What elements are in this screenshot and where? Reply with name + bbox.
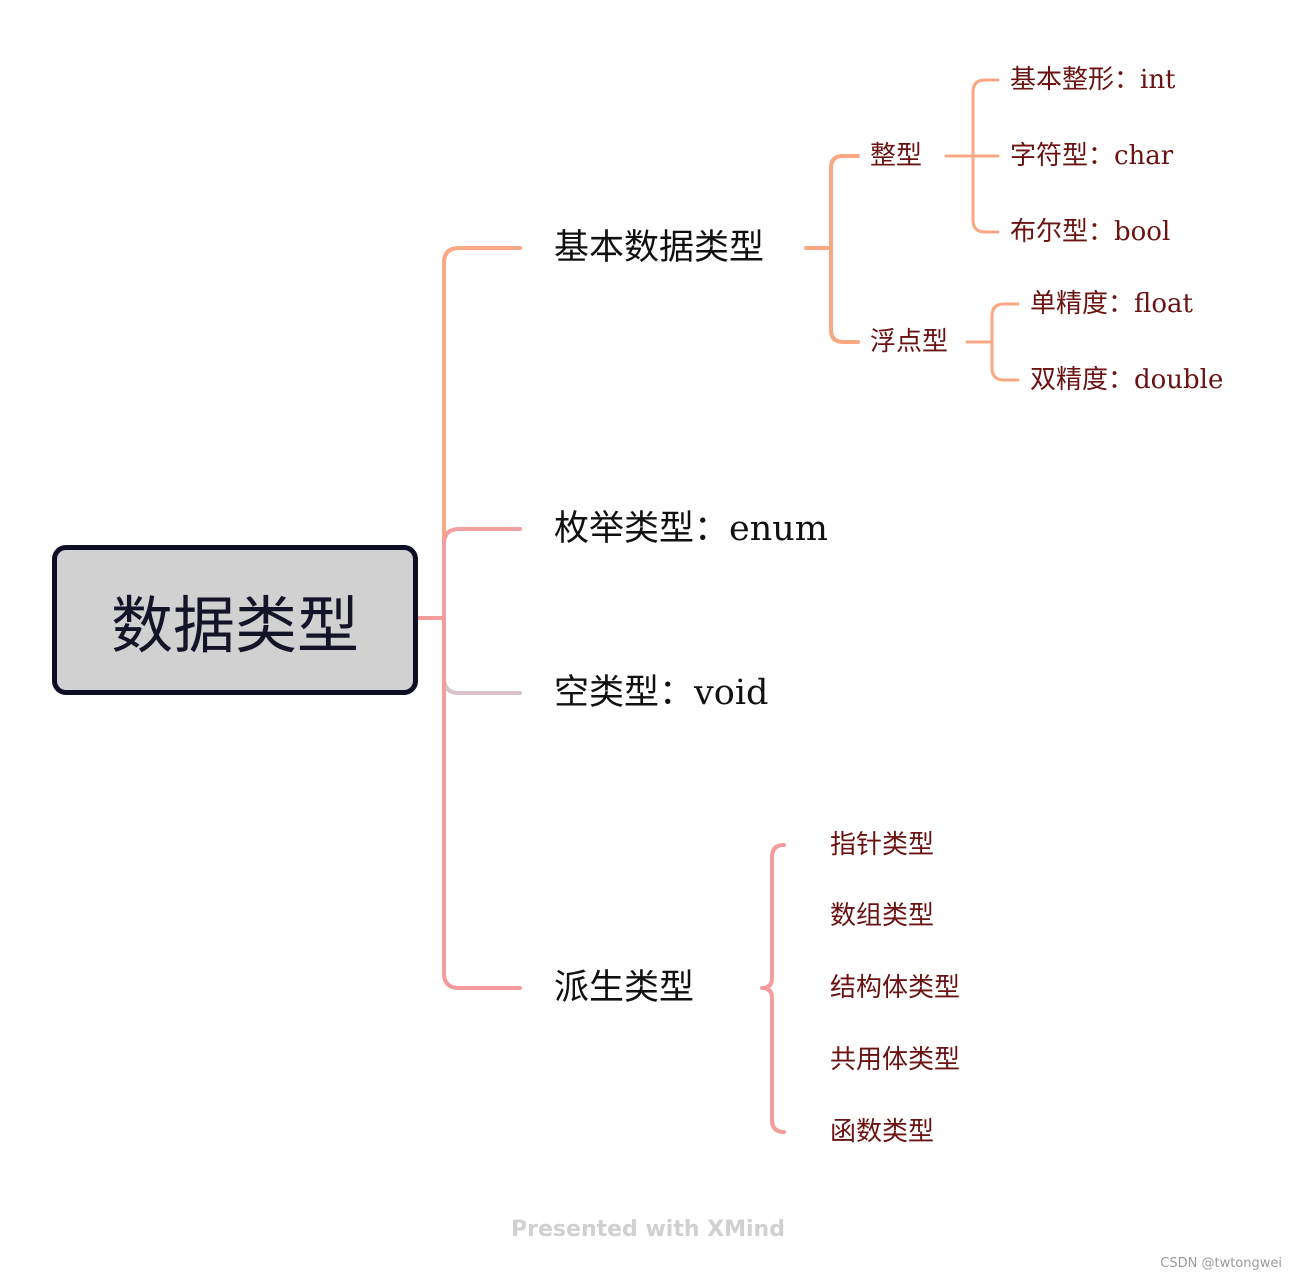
topic-function-type[interactable]: 函数类型 [830, 1117, 935, 1147]
connector-integer [829, 154, 860, 250]
topic-enum-type[interactable]: 枚举类型：enum [554, 509, 828, 549]
connector-derived-brace [760, 843, 786, 1134]
connector-double [990, 340, 1020, 382]
topic-char[interactable]: 字符型：char [1010, 141, 1174, 171]
topic-floating[interactable]: 浮点型 [870, 327, 949, 357]
topic-basic-types[interactable]: 基本数据类型 [554, 228, 765, 268]
topic-float[interactable]: 单精度：float [1030, 289, 1193, 319]
topic-array-type[interactable]: 数组类型 [830, 901, 935, 931]
connector-int [971, 78, 1000, 158]
topic-double[interactable]: 双精度：double [1030, 365, 1224, 395]
topic-struct-type[interactable]: 结构体类型 [830, 973, 961, 1003]
xmind-footer: Presented with XMind [511, 1217, 785, 1242]
topic-union-type[interactable]: 共用体类型 [830, 1045, 961, 1075]
connector-derived [442, 616, 522, 990]
connector-enum [442, 527, 522, 620]
topic-bool[interactable]: 布尔型：bool [1010, 217, 1171, 247]
connector-float [990, 302, 1020, 344]
connector-void [442, 616, 522, 695]
connector-bool [971, 154, 1000, 234]
connector-basic [442, 246, 522, 620]
topic-pointer-type[interactable]: 指针类型 [830, 830, 935, 860]
csdn-watermark: CSDN @twtongwei [1160, 1256, 1282, 1271]
topic-int[interactable]: 基本整形：int [1010, 65, 1176, 95]
root-node[interactable]: 数据类型 [52, 545, 418, 695]
topic-integer[interactable]: 整型 [870, 141, 923, 171]
connector-floating [829, 246, 860, 344]
topic-derived-types[interactable]: 派生类型 [554, 968, 695, 1008]
topic-void-type[interactable]: 空类型：void [554, 673, 769, 713]
root-label: 数据类型 [110, 589, 359, 662]
